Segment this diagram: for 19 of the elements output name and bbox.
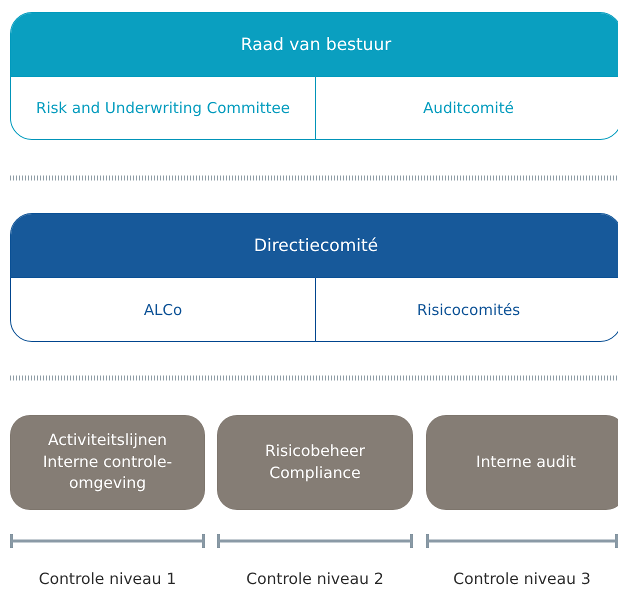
function-box [10,415,205,510]
function-title: Compliance [269,462,361,484]
level-label: Controle niveau 1 [38,570,178,588]
function-title: Interne controle-omgeving [42,452,174,494]
level-label: Controle niveau 3 [452,570,592,588]
function-title: Risicobeheer [264,440,366,462]
function-box [217,415,413,510]
committee-panel [10,12,618,140]
committee-panel [10,213,618,342]
level-label: Controle niveau 2 [245,570,385,588]
committee-cell: Risicocomités [316,278,618,341]
function-title: Activiteitslijnen [48,430,167,451]
panel-heading: Raad van bestuur [11,13,618,77]
function-title: Interne audit [476,452,576,473]
committee-cell: Risk and Underwriting Committee [11,77,316,139]
function-box [426,415,618,510]
committee-cell: Auditcomité [316,77,618,139]
committee-cell: ALCo [11,278,316,341]
panel-heading: Directiecomité [11,214,618,278]
